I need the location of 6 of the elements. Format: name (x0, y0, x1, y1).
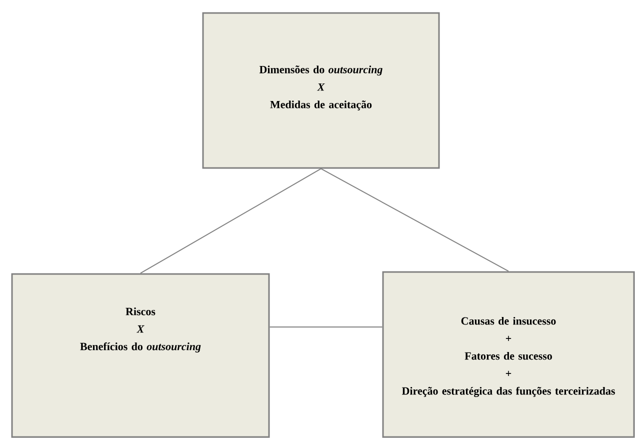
text-box: Dimensões do outsourcing X Medidas de aceitação (202, 12, 440, 169)
connector-line (269, 326, 383, 328)
connector-line (320, 168, 509, 272)
connector-line (140, 168, 322, 274)
text-box: Causas de insucesso + Fatores de sucesso + Direção estratégica das funções terceirizadas (382, 271, 635, 438)
text-box: Riscos X Benefícios do outsourcing (11, 273, 270, 438)
